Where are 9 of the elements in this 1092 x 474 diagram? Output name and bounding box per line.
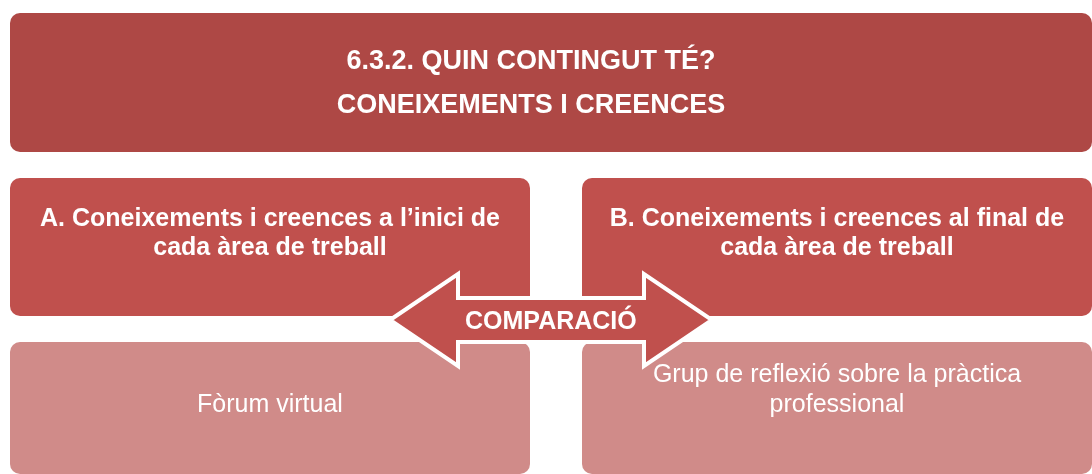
box-text: A. Coneixements i creences a l’inici de cada àrea de treball — [39, 203, 501, 261]
box-text: B. Coneixements i creences al final de cada àrea de treball — [608, 203, 1066, 261]
title-box — [10, 13, 1092, 152]
title-text: 6.3.2. QUIN CONTINGUT TÉ? CONEIXEMENTS I CREENCES — [335, 43, 727, 121]
edge-label: COMPARACIÓ — [465, 305, 637, 335]
box-text: Fòrum virtual — [197, 388, 343, 418]
box-text: Grup de reflexió sobre la pràctica professional — [651, 358, 1023, 418]
activity-box — [582, 342, 1092, 474]
activity-box — [10, 342, 530, 474]
